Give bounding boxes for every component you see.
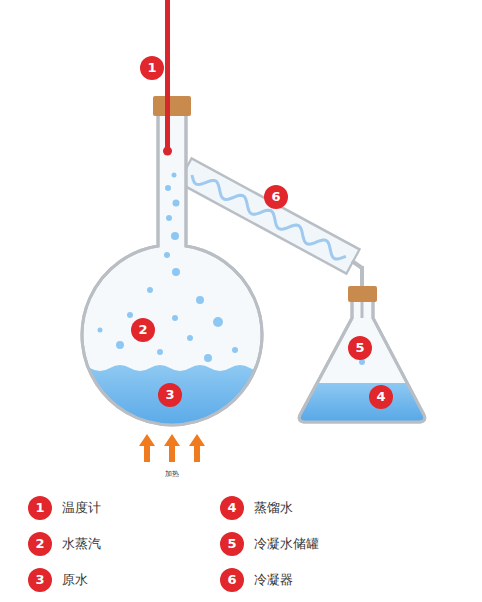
legend-number: 3 xyxy=(28,568,52,592)
legend-number: 1 xyxy=(28,496,52,520)
callout-number: 4 xyxy=(369,385,393,409)
heat-label: 加热 xyxy=(165,470,179,479)
erlenmeyer-flask xyxy=(290,286,430,428)
legend-number: 5 xyxy=(220,532,244,556)
cork xyxy=(153,96,191,116)
callout-number: 3 xyxy=(158,383,182,407)
callout-number: 6 xyxy=(264,185,288,209)
legend-text: 水蒸汽 xyxy=(62,536,101,552)
legend-text: 冷凝器 xyxy=(254,572,293,588)
legend-text: 温度计 xyxy=(62,500,101,516)
callout-number: 5 xyxy=(348,336,372,360)
legend-number: 4 xyxy=(220,496,244,520)
vapor-bubbles xyxy=(98,173,239,363)
legend-number: 2 xyxy=(28,532,52,556)
legend-number: 6 xyxy=(220,568,244,592)
callout-number: 1 xyxy=(140,56,164,80)
legend-text: 冷凝水储罐 xyxy=(254,536,319,552)
round-bottom-flask xyxy=(70,96,270,440)
legend-text: 蒸馏水 xyxy=(254,500,293,516)
callout-number: 2 xyxy=(131,318,155,342)
thermometer xyxy=(163,0,172,156)
heat-arrows xyxy=(139,434,205,462)
legend-text: 原水 xyxy=(62,572,88,588)
